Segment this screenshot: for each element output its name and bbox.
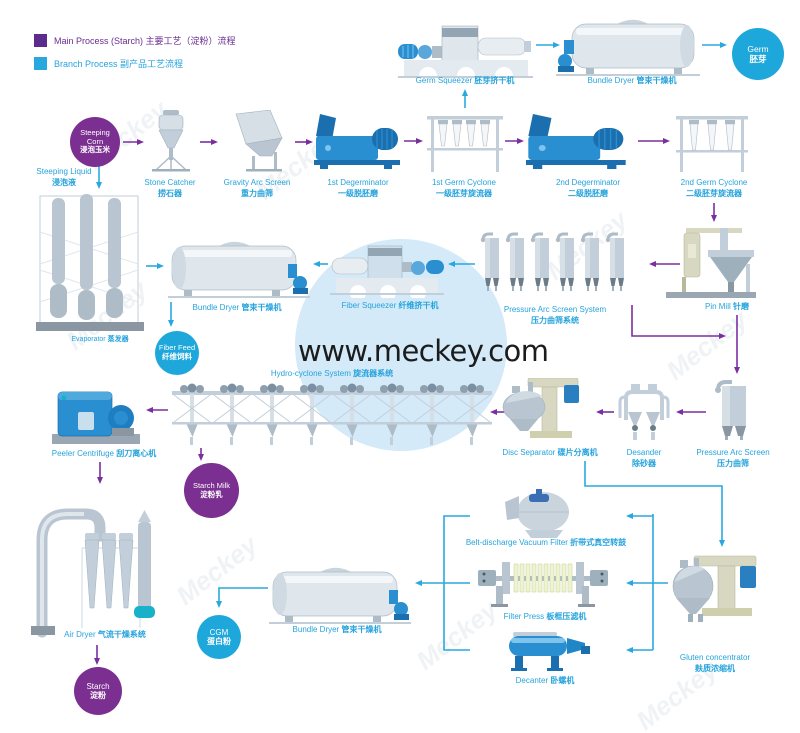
legend-branch-swatch <box>34 57 47 70</box>
evaporator-label: Evaporator 蒸发器 <box>71 336 129 343</box>
bundle-dryer-bottom-label: Bundle Dryer 管束干燥机 <box>292 625 382 634</box>
bundle-dryer-bottom-illustration <box>269 567 411 624</box>
degerminator-2-illustration <box>526 114 626 169</box>
filter-press-illustration <box>478 562 608 607</box>
website-text: www.meckey.com <box>298 334 549 368</box>
branch-process-arrows <box>96 42 727 653</box>
hydro-cyclone-system-label: Hydro-cyclone System 旋流器系统 <box>270 369 394 378</box>
legend-branch-row: Branch Process 副产品工艺流程 <box>34 57 236 70</box>
desander-illustration <box>618 384 670 440</box>
disc-separator-illustration <box>502 378 579 438</box>
pin-mill-illustration <box>666 228 756 298</box>
legend-main-swatch <box>34 34 47 47</box>
germ-cyclone-2-illustration <box>676 116 748 172</box>
pressure-arc-screen-system-illustration <box>479 232 626 293</box>
bundle-dryer-mid-illustration <box>168 241 310 298</box>
air-dryer-label: Air Dryer 气流干燥系统 <box>64 630 146 639</box>
germ-squeezer-illustration <box>398 25 533 80</box>
decanter-label: Decanter 卧螺机 <box>515 676 575 685</box>
gravity-arc-screen-illustration <box>235 110 283 172</box>
bundle-dryer-top-illustration <box>556 19 700 76</box>
air-dryer-illustration <box>31 508 155 638</box>
disc-separator-label: Disc Separator 碟片分离机 <box>502 448 598 457</box>
stone-catcher-illustration <box>152 110 190 172</box>
germ-squeezer-label: Germ Squeezer 胚芽挤干机 <box>415 76 515 85</box>
pin-mill-label: Pin Mill 针磨 <box>704 302 749 311</box>
legend-branch-label: Branch Process 副产品工艺流程 <box>54 59 184 69</box>
legend-main-label: Main Process (Starch) 主要工艺（淀粉）流程 <box>54 36 236 46</box>
legend: Main Process (Starch) 主要工艺（淀粉）流程 Branch … <box>34 34 236 80</box>
germ-cyclone-1-illustration <box>427 116 503 172</box>
filter-press-label: Filter Press 板框压滤机 <box>503 612 587 621</box>
fiber-squeezer-illustration <box>330 245 444 298</box>
main-process-arrows <box>94 138 740 665</box>
pressure-arc-screen-illustration <box>715 380 746 440</box>
gluten-concentrator-illustration <box>672 555 757 622</box>
evaporator-illustration <box>36 194 144 331</box>
fiber-squeezer-label: Fiber Squeezer 纤维挤干机 <box>341 301 439 310</box>
peeler-centrifuge-label: Peeler Centrifuge 刮刀离心机 <box>51 449 157 458</box>
bundle-dryer-top-label: Bundle Dryer 管束干燥机 <box>587 76 677 85</box>
belt-vacuum-filter-illustration <box>505 489 569 538</box>
peeler-centrifuge-illustration <box>52 391 140 444</box>
belt-vacuum-filter-label: Belt-discharge Vacuum Filter 折带式真空转鼓 <box>465 538 627 547</box>
hydro-cyclone-system-illustration <box>172 383 492 446</box>
degerminator-1-illustration <box>314 114 400 169</box>
legend-main-row: Main Process (Starch) 主要工艺（淀粉）流程 <box>34 34 236 47</box>
bundle-dryer-mid-label: Bundle Dryer 管束干燥机 <box>192 303 282 312</box>
decanter-illustration <box>509 632 590 671</box>
